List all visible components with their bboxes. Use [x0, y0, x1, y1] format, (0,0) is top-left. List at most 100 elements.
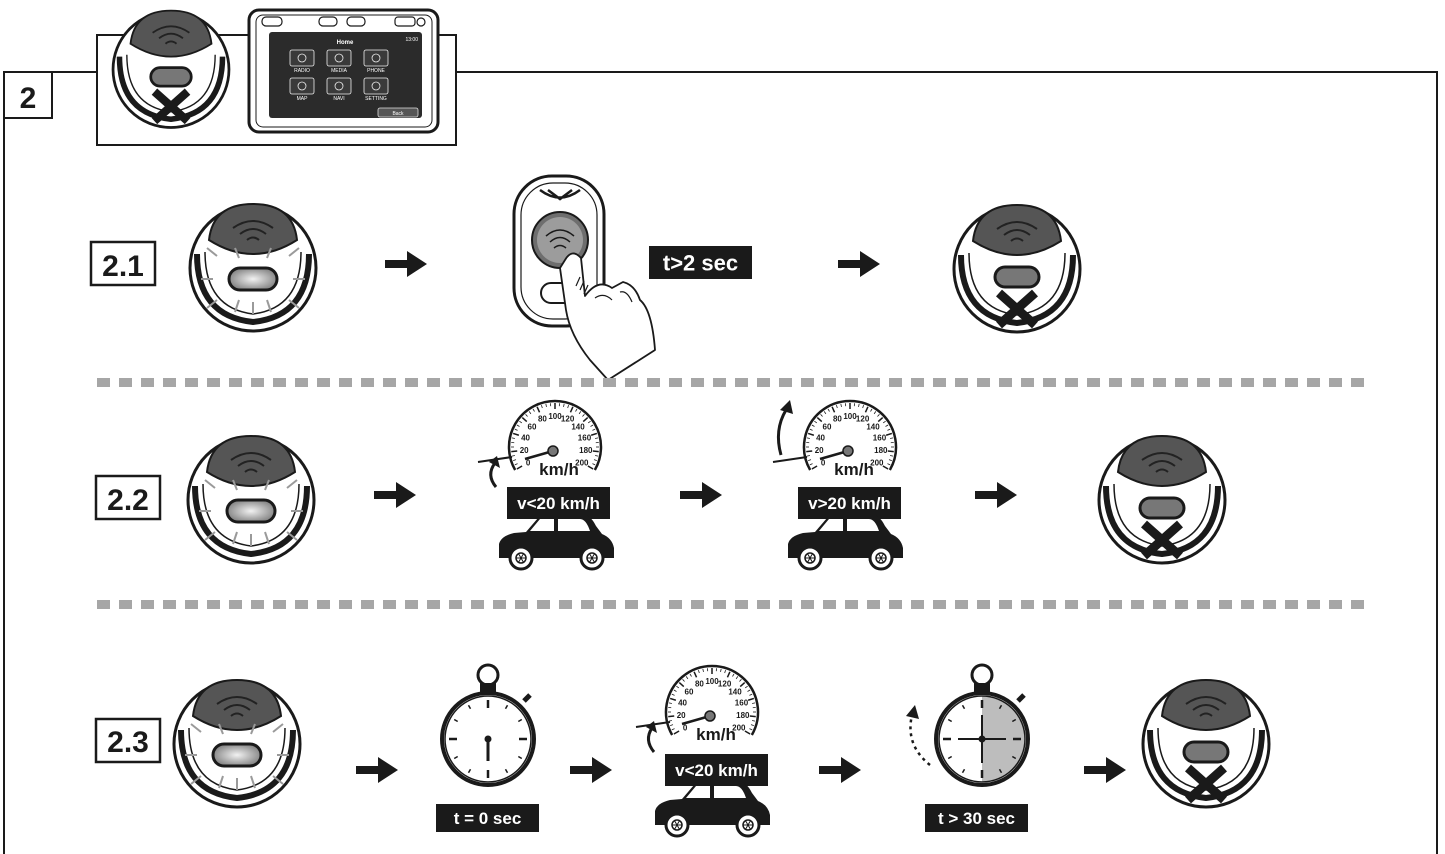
separator-dash: [493, 378, 506, 387]
condition-label-time: t>2 sec: [649, 246, 752, 279]
separator-dash: [251, 378, 264, 387]
car-icon: [655, 781, 770, 836]
separator-dash: [889, 600, 902, 609]
separator-dash: [889, 378, 902, 387]
separator-dash: [1043, 378, 1056, 387]
speed-tick-label: 140: [728, 687, 742, 696]
separator-dash: [1021, 600, 1034, 609]
separator-dash: [1153, 378, 1166, 387]
separator-dash: [1351, 600, 1364, 609]
separator-dash: [383, 600, 396, 609]
speed-tick-label: 40: [678, 698, 687, 707]
separator-dash: [537, 378, 550, 387]
speed-tick-label: 80: [538, 415, 547, 424]
separator-dash: [427, 378, 440, 387]
speed-tick-label: 160: [735, 698, 749, 707]
separator-dash: [471, 378, 484, 387]
speed-tick-label: 20: [815, 446, 824, 455]
speed-tick-label: 0: [683, 724, 688, 733]
separator-dash: [1021, 378, 1034, 387]
screen-tile: [290, 78, 314, 94]
step-label: 2.2: [107, 484, 149, 517]
separator-dash: [1219, 600, 1232, 609]
tag-text: t = 0 sec: [454, 809, 522, 828]
separator-dash: [955, 600, 968, 609]
speed-tick-label: 140: [866, 422, 880, 431]
speed-tick-label: 40: [816, 433, 825, 442]
step-2-3: 2.3 t = 0 sec 02040608010012014016018020…: [96, 665, 1269, 836]
separator-dash: [801, 378, 814, 387]
tag-text: t>2 sec: [663, 250, 738, 275]
tag-text: v>20 km/h: [808, 494, 891, 513]
separator-dash: [1131, 378, 1144, 387]
arrow-right: [838, 251, 880, 277]
separator-dash: [933, 378, 946, 387]
separator-dash: [273, 378, 286, 387]
separator-dash: [1153, 600, 1166, 609]
speed-tick-label: 60: [685, 687, 694, 696]
screen-tile: [290, 50, 314, 66]
screen-clock: 13:00: [405, 37, 418, 43]
screen-tile: [364, 50, 388, 66]
separator-dash: [581, 378, 594, 387]
separator-dash: [295, 378, 308, 387]
arrow-right: [975, 482, 1017, 508]
separator-dash: [625, 600, 638, 609]
separator-dash: [317, 378, 330, 387]
header-lamp-off: [113, 11, 229, 128]
separator-dash: [449, 378, 462, 387]
separator-dash: [185, 600, 198, 609]
separator-dash: [1307, 378, 1320, 387]
separator-dash: [955, 378, 968, 387]
separator-dash: [405, 600, 418, 609]
separator-dash: [559, 378, 572, 387]
separator-dash: [427, 600, 440, 609]
separator-dash: [669, 600, 682, 609]
separator-dash: [515, 600, 528, 609]
separator-dash: [1197, 378, 1210, 387]
speed-tick-label: 80: [695, 680, 704, 689]
separator-dash: [1285, 378, 1298, 387]
separator-dash: [97, 600, 110, 609]
separator-dash: [691, 600, 704, 609]
separator-dash: [845, 600, 858, 609]
separator-dash: [669, 378, 682, 387]
screen-tile: [327, 50, 351, 66]
separator-dash: [647, 600, 660, 609]
separator-dash: [163, 378, 176, 387]
lamp-blinking: [190, 204, 316, 331]
speed-tick-label: 180: [579, 446, 593, 455]
separator-dash: [933, 600, 946, 609]
separator-dash: [119, 378, 132, 387]
separator-dash: [1285, 600, 1298, 609]
tag-text: v<20 km/h: [517, 494, 600, 513]
separator-dash: [779, 378, 792, 387]
separator-dash: [757, 378, 770, 387]
arrow-right: [680, 482, 722, 508]
lamp-blinking: [188, 436, 314, 563]
separator-dash: [1241, 378, 1254, 387]
separator-dash: [295, 600, 308, 609]
separator-dash: [581, 600, 594, 609]
separator-dash: [383, 378, 396, 387]
speed-tick-label: 20: [520, 446, 529, 455]
separator-dash: [823, 600, 836, 609]
separator-dash: [141, 378, 154, 387]
arrow-right: [570, 757, 612, 783]
step-label: 2.1: [102, 250, 144, 283]
separator-dash: [1131, 600, 1144, 609]
separator-dash: [273, 600, 286, 609]
speed-tick-label: 40: [521, 433, 530, 442]
separator-dash: [911, 600, 924, 609]
separator-dash: [493, 600, 506, 609]
separator-dash: [251, 600, 264, 609]
screen-tile: [364, 78, 388, 94]
separator-dash: [515, 378, 528, 387]
volume-down-button: [319, 17, 337, 26]
separator-dash: [603, 378, 616, 387]
separator-dash: [119, 600, 132, 609]
lamp-off: [1143, 680, 1269, 807]
separator-dash: [999, 600, 1012, 609]
